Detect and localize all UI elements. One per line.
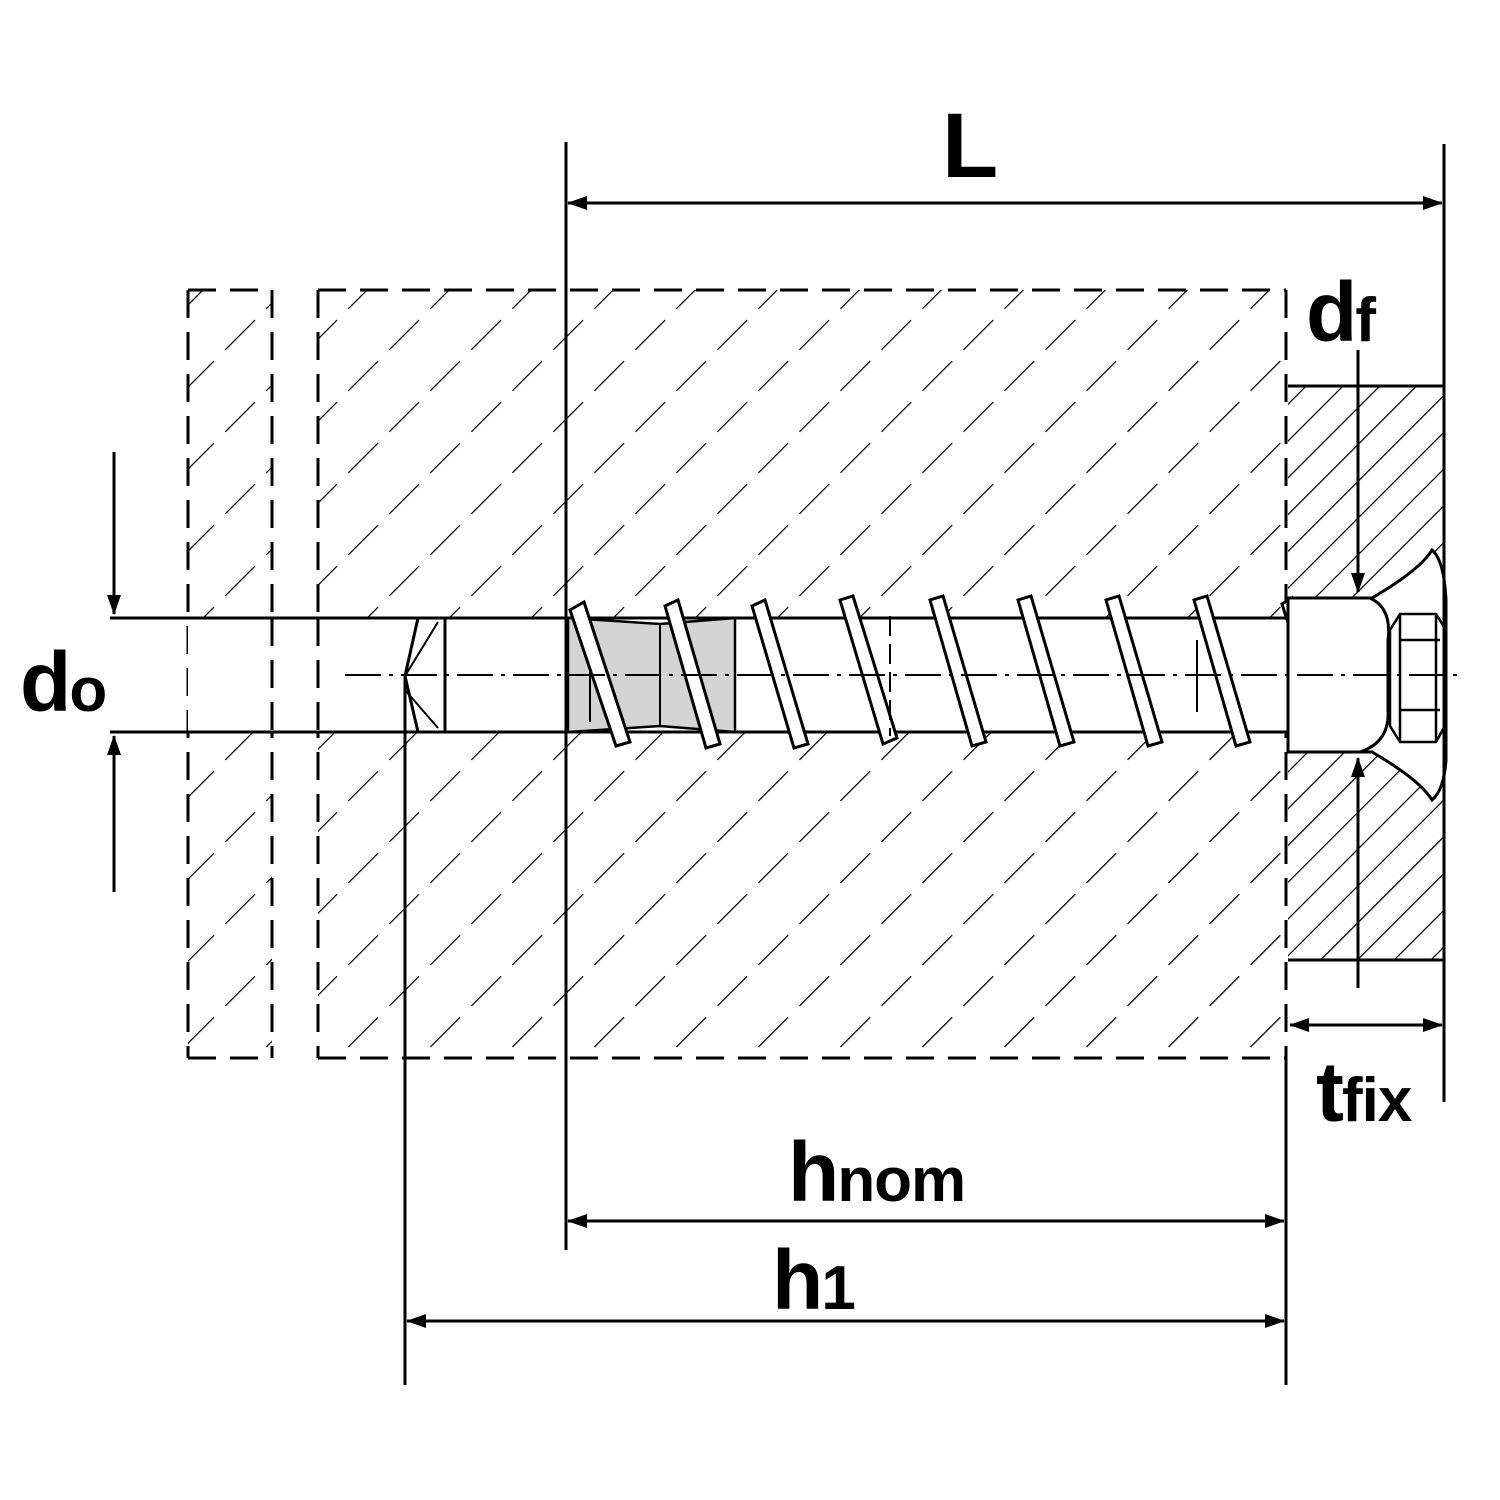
label-df: df xyxy=(1306,265,1376,359)
dimension-hnom xyxy=(567,1058,1288,1385)
label-d0: do xyxy=(20,635,107,729)
label-hnom: hnom xyxy=(788,1125,966,1219)
screw-anchor xyxy=(345,547,1460,803)
dimension-L xyxy=(564,142,1446,1250)
label-h1: h1 xyxy=(772,1233,856,1327)
label-tfix: tfix xyxy=(1316,1045,1412,1139)
label-L: L xyxy=(942,95,998,197)
hex-socket xyxy=(1388,612,1448,744)
base-material xyxy=(186,288,1288,1060)
